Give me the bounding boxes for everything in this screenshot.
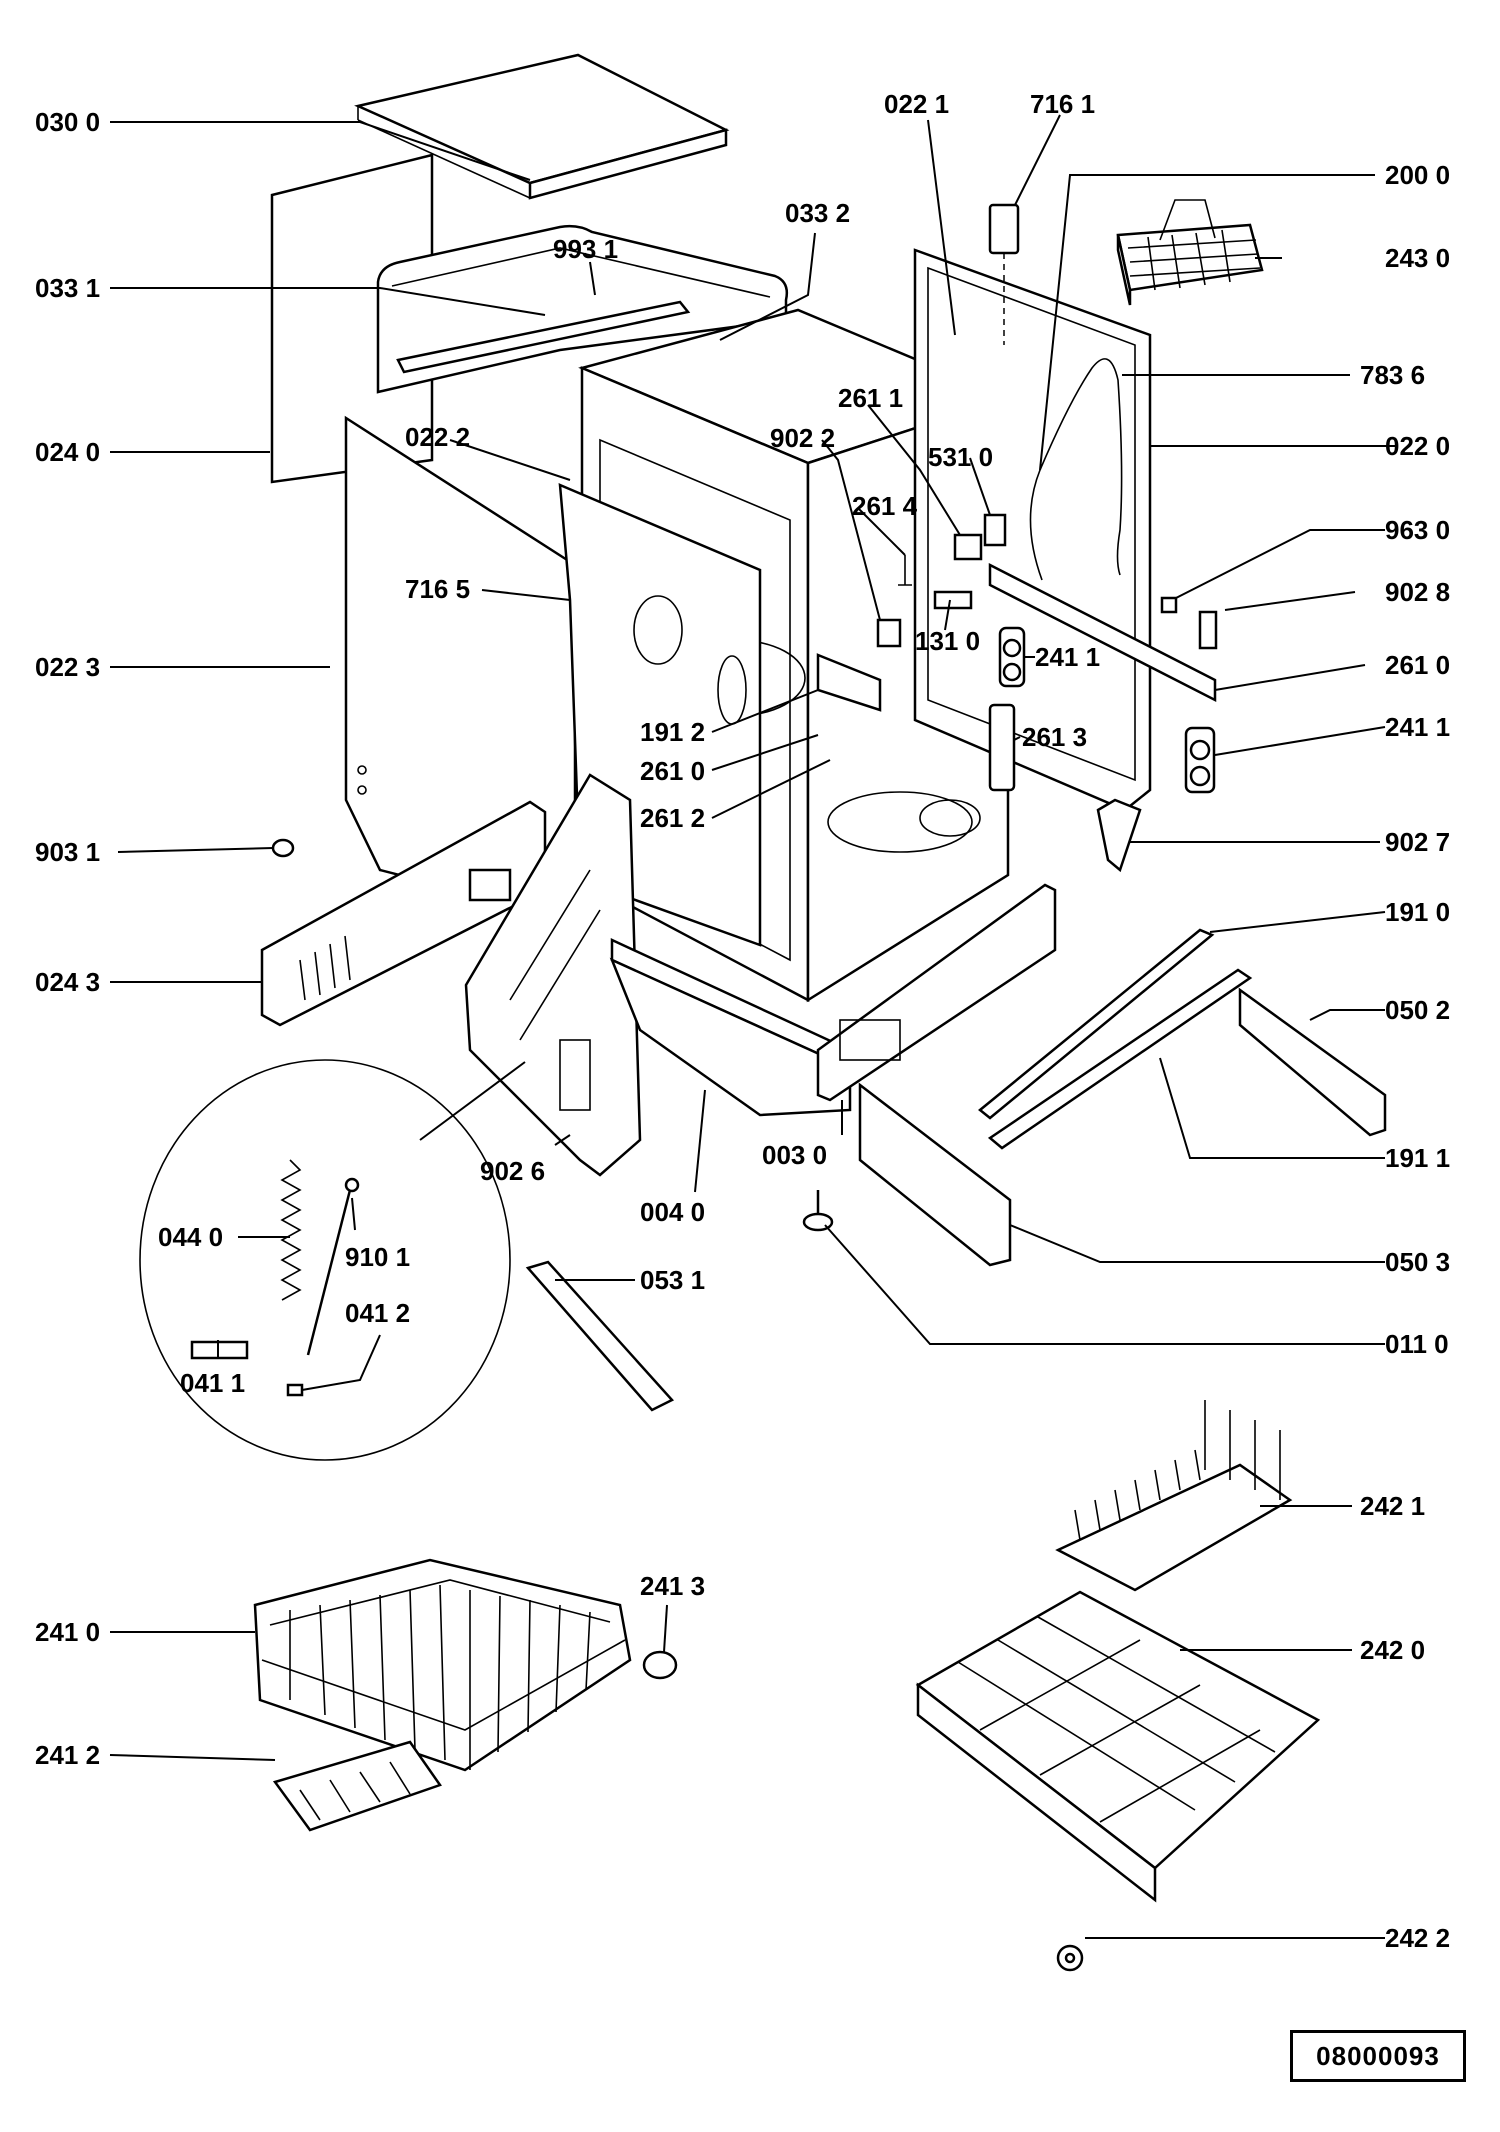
label-993-1: 993 1 bbox=[553, 234, 618, 264]
part-labels: 030 0 022 1 716 1 200 0 033 2 243 0 033 … bbox=[35, 89, 1450, 1953]
hose bbox=[1029, 358, 1123, 581]
spring-044-0 bbox=[280, 1159, 302, 1301]
label-191-0: 191 0 bbox=[1385, 897, 1450, 927]
bracket-902-7 bbox=[1096, 798, 1142, 873]
label-024-0: 024 0 bbox=[35, 437, 100, 467]
rod-910-1 bbox=[306, 1189, 352, 1356]
leader-lines bbox=[109, 114, 1395, 1939]
label-902-6: 902 6 bbox=[480, 1156, 545, 1186]
bar-053-1 bbox=[525, 1260, 675, 1412]
cup-rack bbox=[1055, 1400, 1293, 1592]
label-191-2: 191 2 bbox=[640, 717, 705, 747]
rail-191-1 bbox=[987, 968, 1253, 1150]
label-261-3: 261 3 bbox=[1022, 722, 1087, 752]
side-bracket-902-6 bbox=[464, 773, 642, 1177]
label-050-3: 050 3 bbox=[1385, 1247, 1450, 1277]
label-531-0: 531 0 bbox=[928, 442, 993, 472]
label-261-2: 261 2 bbox=[640, 803, 705, 833]
label-243-0: 243 0 bbox=[1385, 243, 1450, 273]
label-030-0: 030 0 bbox=[35, 107, 100, 137]
pin-261-4 bbox=[898, 555, 912, 586]
label-242-0: 242 0 bbox=[1360, 1635, 1425, 1665]
label-241-2: 241 2 bbox=[35, 1740, 100, 1770]
label-053-1: 053 1 bbox=[640, 1265, 705, 1295]
label-131-0: 131 0 bbox=[915, 626, 980, 656]
side-bracket-050-2 bbox=[1238, 987, 1387, 1137]
label-241-3: 241 3 bbox=[640, 1571, 705, 1601]
label-191-1: 191 1 bbox=[1385, 1143, 1450, 1173]
knob-903-1 bbox=[271, 838, 295, 858]
rack-wheel-242-2 bbox=[1056, 1944, 1084, 1972]
clip-531-0 bbox=[983, 513, 1007, 547]
label-716-1: 716 1 bbox=[1030, 89, 1095, 119]
rail-191-2 bbox=[816, 653, 882, 712]
clip-261-1 bbox=[953, 533, 983, 561]
insulation-sheet bbox=[270, 153, 434, 484]
clip-902-2 bbox=[876, 618, 902, 648]
label-261-0-b: 261 0 bbox=[640, 756, 705, 786]
label-033-1: 033 1 bbox=[35, 273, 100, 303]
top-cover-edge bbox=[528, 128, 728, 200]
rack-rail-241-2 bbox=[272, 1740, 442, 1832]
label-022-2: 022 2 bbox=[405, 422, 470, 452]
label-902-8: 902 8 bbox=[1385, 577, 1450, 607]
label-963-0: 963 0 bbox=[1385, 515, 1450, 545]
label-242-2: 242 2 bbox=[1385, 1923, 1450, 1953]
label-003-0: 003 0 bbox=[762, 1140, 827, 1170]
rail-261-0 bbox=[988, 562, 1217, 703]
detail-callout bbox=[139, 1059, 511, 1461]
side-panel-022-0 bbox=[913, 248, 1152, 812]
stopper-241-3 bbox=[642, 1650, 678, 1680]
label-041-1: 041 1 bbox=[180, 1368, 245, 1398]
label-261-1: 261 1 bbox=[838, 383, 903, 413]
label-050-2: 050 2 bbox=[1385, 995, 1450, 1025]
adjustable-foot bbox=[802, 1190, 834, 1232]
mounting-strip bbox=[396, 300, 691, 374]
label-041-2: 041 2 bbox=[345, 1298, 410, 1328]
reference-number: 08000093 bbox=[1290, 2030, 1466, 2082]
roller-241-1-b bbox=[1184, 726, 1216, 794]
label-241-1-b: 241 1 bbox=[1385, 712, 1450, 742]
label-044-0: 044 0 bbox=[158, 1222, 223, 1252]
label-004-0: 004 0 bbox=[640, 1197, 705, 1227]
label-241-1-a: 241 1 bbox=[1035, 642, 1100, 672]
lower-rack bbox=[915, 1590, 1321, 1903]
rail-191-0 bbox=[978, 928, 1215, 1120]
label-011-0: 011 0 bbox=[1385, 1329, 1449, 1359]
label-716-5: 716 5 bbox=[405, 574, 470, 604]
clip-041-2 bbox=[286, 1383, 304, 1397]
label-024-3: 024 3 bbox=[35, 967, 100, 997]
clip-041-1 bbox=[190, 1340, 249, 1360]
label-022-1: 022 1 bbox=[884, 89, 949, 119]
hinge-716-1 bbox=[988, 203, 1020, 255]
label-783-6: 783 6 bbox=[1360, 360, 1425, 390]
upper-rack bbox=[253, 1558, 632, 1772]
label-200-0: 200 0 bbox=[1385, 160, 1450, 190]
label-033-2: 033 2 bbox=[785, 198, 850, 228]
label-022-3: 022 3 bbox=[35, 652, 100, 682]
label-902-2: 902 2 bbox=[770, 423, 835, 453]
label-910-1: 910 1 bbox=[345, 1242, 410, 1272]
label-902-7: 902 7 bbox=[1385, 827, 1450, 857]
label-022-0: 022 0 bbox=[1385, 431, 1450, 461]
clip-963-0 bbox=[1160, 596, 1178, 614]
roller-241-1-a bbox=[998, 626, 1026, 688]
label-242-1: 242 1 bbox=[1360, 1491, 1425, 1521]
label-261-4: 261 4 bbox=[852, 491, 918, 521]
label-261-0-a: 261 0 bbox=[1385, 650, 1450, 680]
side-bracket-050-3 bbox=[858, 1082, 1012, 1267]
bracket-131-0 bbox=[933, 590, 973, 610]
clip-902-8 bbox=[1198, 610, 1218, 650]
cutlery-basket bbox=[1116, 199, 1264, 306]
slide-261-3 bbox=[988, 703, 1016, 792]
front-frame bbox=[816, 883, 1057, 1102]
label-903-1: 903 1 bbox=[35, 837, 100, 867]
label-241-0: 241 0 bbox=[35, 1617, 100, 1647]
